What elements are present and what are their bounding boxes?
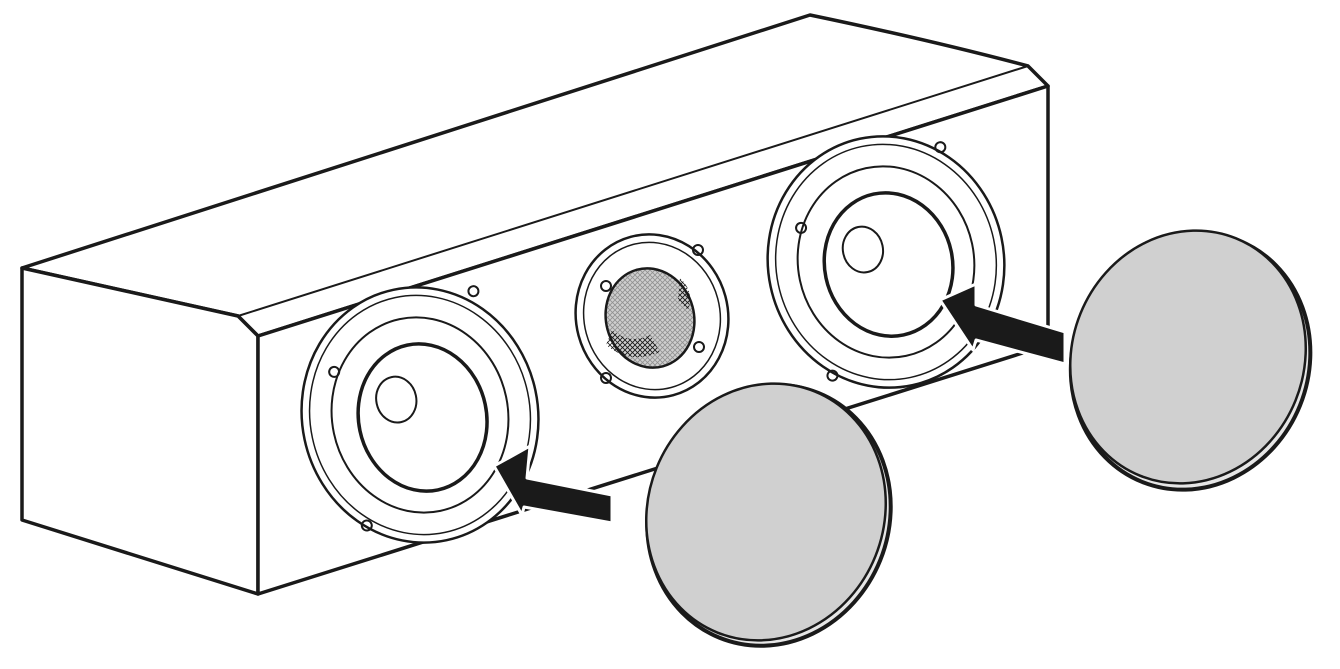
right-install-arrow xyxy=(938,282,1067,366)
left-install-arrow xyxy=(492,444,614,525)
cabinet-side-edge xyxy=(21,267,239,317)
right-woofer-screw xyxy=(795,221,808,234)
tweeter xyxy=(574,233,730,399)
tweeter-screw xyxy=(693,341,705,353)
right-woofer-screw xyxy=(934,141,947,154)
cabinet-top-face xyxy=(20,13,1050,338)
left-woofer xyxy=(300,285,540,544)
left-woofer-cone xyxy=(356,342,489,493)
left-woofer-screw xyxy=(467,285,480,298)
right-grille-cover xyxy=(1068,229,1313,492)
left-woofer-screw xyxy=(360,519,373,532)
tweeter-screw xyxy=(692,244,704,256)
tweeter-screw xyxy=(600,280,612,292)
cabinet-bevel-edge xyxy=(237,65,1029,317)
right-woofer xyxy=(766,135,1006,389)
left-grille-cover xyxy=(644,382,893,648)
cabinet-left-face xyxy=(20,266,260,596)
right-woofer-cone xyxy=(822,191,955,338)
right-woofer-screw xyxy=(826,369,839,382)
left-woofer-screw xyxy=(328,365,341,378)
right-woofer-dustcap xyxy=(841,225,885,274)
tweeter-screw xyxy=(600,372,612,384)
right-grille-cover-face xyxy=(1068,229,1308,485)
left-grille-cover-face xyxy=(644,382,888,642)
tweeter-mesh xyxy=(606,330,660,358)
left-woofer-dustcap xyxy=(375,375,418,424)
